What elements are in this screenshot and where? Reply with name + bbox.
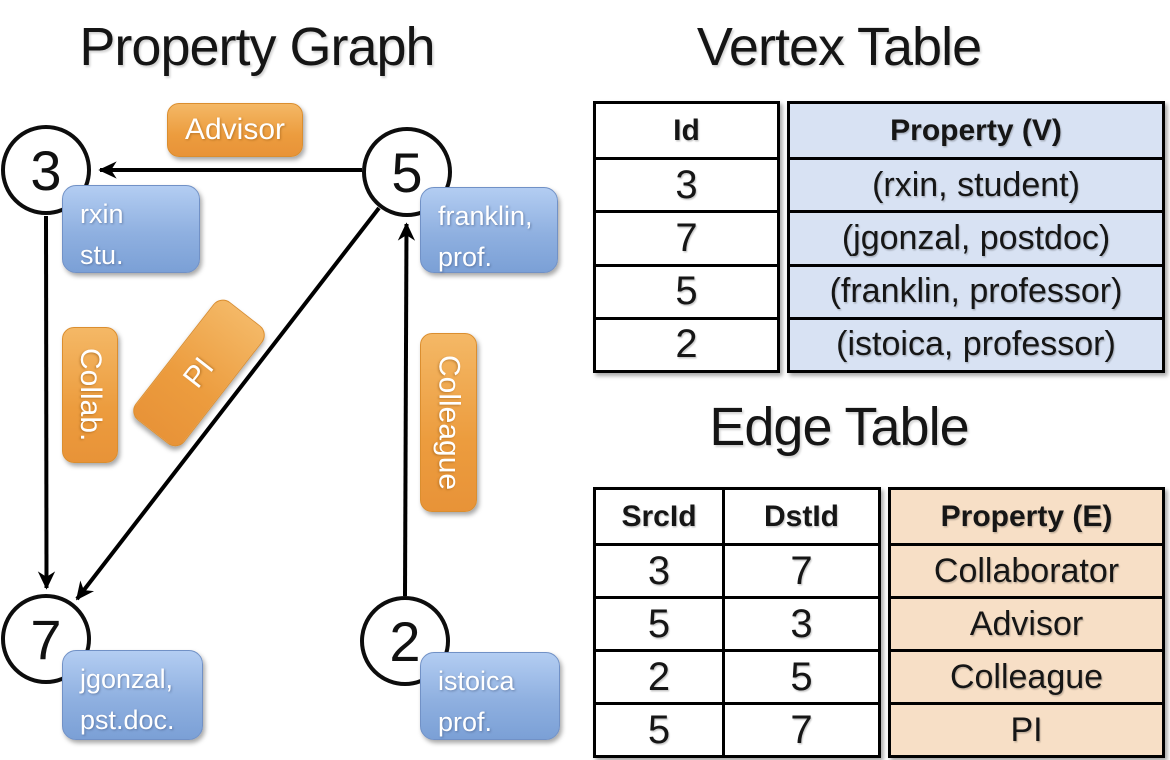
edge-arrow-3-to-7 bbox=[37, 215, 56, 590]
edge-src-cell: 2 bbox=[596, 649, 725, 702]
edge-label-colleague: Colleague bbox=[420, 333, 477, 512]
edge-label-text: PI bbox=[176, 351, 221, 395]
vertex-property-box-3: rxin stu. bbox=[62, 185, 200, 273]
node-id-label: 3 bbox=[30, 138, 62, 202]
edge-arrow-2-to-5 bbox=[397, 222, 416, 597]
vertex-property-line: rxin bbox=[80, 199, 124, 229]
edge-src-cell: 5 bbox=[596, 702, 725, 755]
edge-label-text: Colleague bbox=[432, 354, 466, 491]
property-graph-title: Property Graph bbox=[79, 17, 435, 77]
node-id-label: 5 bbox=[391, 140, 423, 204]
edge-label-text: Advisor bbox=[184, 113, 286, 146]
edge-property-cell: PI bbox=[891, 702, 1162, 755]
vertex-property-line: pst.doc. bbox=[80, 704, 175, 735]
vertex-id-cell: 7 bbox=[596, 210, 777, 263]
edge-property-cell: Collaborator bbox=[891, 543, 1162, 596]
edge-table-header-srcid: SrcId bbox=[596, 490, 725, 543]
graph-node-5: 5 bbox=[362, 127, 452, 217]
vertex-property-cell: (jgonzal, postdoc) bbox=[790, 210, 1162, 264]
edge-arrow-5-to-7 bbox=[75, 206, 381, 601]
vertex-table-header-property: Property (V) bbox=[790, 104, 1162, 158]
edge-table-header-dstid: DstId bbox=[764, 499, 839, 533]
vertex-property-cell: (rxin, student) bbox=[790, 157, 1162, 211]
vertex-table-id-column: Id 3 7 5 2 bbox=[593, 101, 780, 373]
vertex-property-box-7: jgonzal, pst.doc. bbox=[62, 650, 203, 740]
vertex-property-line: prof. bbox=[438, 241, 493, 272]
edge-label-text: Collab. bbox=[74, 348, 107, 442]
edge-dst-cell: 7 bbox=[725, 543, 878, 596]
edge-dst-cell: 5 bbox=[725, 649, 878, 702]
vertex-property-line: franklin, bbox=[438, 201, 533, 231]
vertex-property-box-5: franklin, prof. bbox=[420, 187, 558, 273]
edge-src-cell: 5 bbox=[596, 596, 725, 649]
node-id-label: 2 bbox=[389, 609, 421, 673]
vertex-table-title: Vertex Table bbox=[696, 17, 982, 77]
edge-label-collab: Collab. bbox=[62, 327, 118, 463]
edge-dst-cell: 3 bbox=[725, 596, 878, 649]
edge-property-cell: Advisor bbox=[891, 596, 1162, 649]
vertex-property-line: prof. bbox=[438, 706, 493, 737]
edge-table-id-columns: SrcId DstId 3 7 5 3 2 5 5 7 bbox=[593, 487, 881, 758]
vertex-property-cell: (franklin, professor) bbox=[790, 263, 1162, 317]
vertex-id-cell: 2 bbox=[596, 316, 777, 370]
vertex-property-box-2: istoica prof. bbox=[420, 652, 560, 740]
edge-label-advisor: Advisor bbox=[167, 103, 303, 157]
edge-property-cell: Colleague bbox=[891, 649, 1162, 702]
edge-table-property-column: Property (E) Collaborator Advisor Collea… bbox=[888, 487, 1165, 758]
edge-dst-cell: 7 bbox=[725, 702, 878, 755]
edge-src-cell: 3 bbox=[596, 543, 725, 596]
node-id-label: 7 bbox=[30, 607, 62, 671]
vertex-id-cell: 3 bbox=[596, 157, 777, 210]
vertex-table-header-id: Id bbox=[673, 113, 700, 147]
vertex-property-line: jgonzal, bbox=[80, 664, 174, 694]
vertex-id-cell: 5 bbox=[596, 263, 777, 317]
vertex-property-line: istoica bbox=[438, 666, 515, 696]
graph-node-2: 2 bbox=[360, 596, 450, 686]
vertex-property-line: stu. bbox=[80, 239, 124, 270]
vertex-table-property-column: Property (V) (rxin, student) (jgonzal, p… bbox=[787, 101, 1165, 373]
graph-edges-layer bbox=[37, 161, 416, 601]
edge-table-header-property: Property (E) bbox=[891, 490, 1162, 543]
vertex-property-cell: (istoica, professor) bbox=[790, 316, 1162, 370]
edge-table-title: Edge Table bbox=[709, 397, 969, 457]
